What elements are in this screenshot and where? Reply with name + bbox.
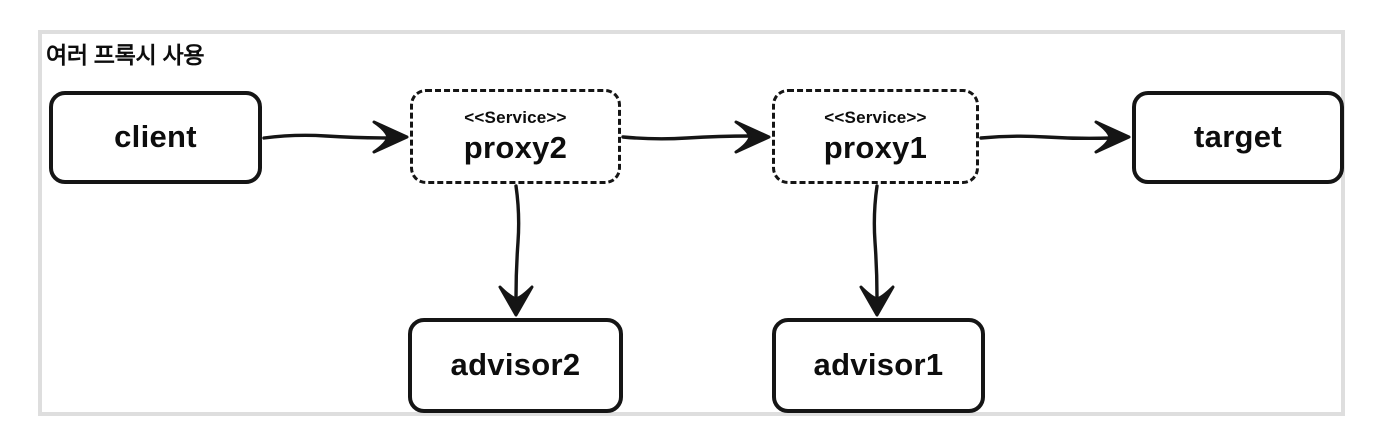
node-label: client: [114, 119, 197, 155]
node-label: proxy1: [823, 129, 928, 165]
node-stereotype: <<Service>>: [464, 108, 567, 128]
node-proxy2: <<Service>> proxy2: [410, 89, 621, 184]
node-proxy1: <<Service>> proxy1: [772, 89, 979, 184]
diagram-frame: [38, 30, 1345, 416]
node-label: advisor2: [450, 347, 581, 383]
diagram-title: 여러 프록시 사용: [46, 42, 205, 68]
node-target: target: [1132, 91, 1344, 184]
node-stereotype: <<Service>>: [824, 108, 927, 128]
node-advisor1: advisor1: [772, 318, 985, 413]
node-label: target: [1194, 119, 1282, 155]
node-advisor2: advisor2: [408, 318, 623, 413]
node-client: client: [49, 91, 262, 184]
node-label: proxy2: [463, 129, 568, 165]
node-label: advisor1: [813, 347, 944, 383]
